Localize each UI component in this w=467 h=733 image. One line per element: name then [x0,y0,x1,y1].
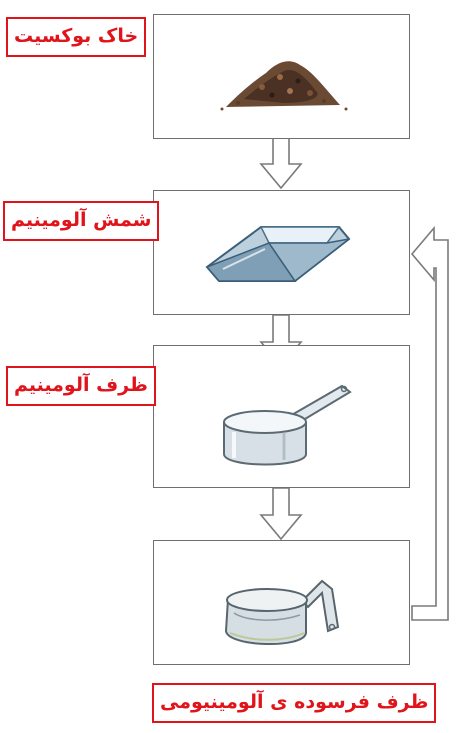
step-box-ingot [153,190,410,315]
step-label-worn-pan: ظرف فرسوده ی آلومینیومی [152,683,437,723]
down-arrow-3 [259,487,303,541]
bauxite-ore-icon [220,61,348,111]
step-box-bauxite [153,14,410,139]
worn-aluminium-pan-icon [224,579,340,646]
recycle-loop-arrow [410,225,449,621]
step-label-bauxite: خاک بوکسیت [6,17,147,57]
step-box-pan [153,345,410,488]
aluminium-pan-icon [223,384,352,466]
step-label-pan: ظرف آلومینیم [6,366,156,406]
step-label-ingot: شمش آلومینیم [3,201,160,241]
step-box-worn-pan [153,540,410,665]
aluminium-ingot-icon [205,226,351,283]
down-arrow-1 [259,137,303,190]
